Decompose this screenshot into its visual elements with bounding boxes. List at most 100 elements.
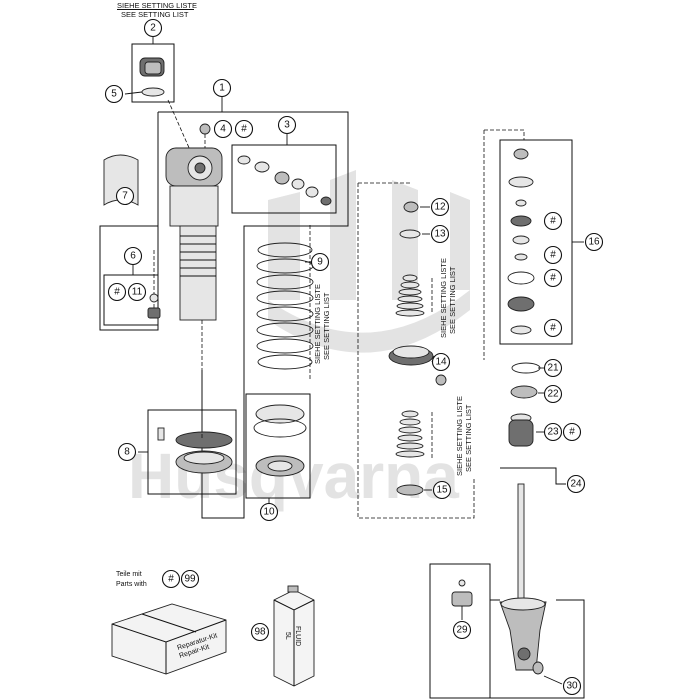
circlip-part [511,362,541,374]
callout-14: 14 [431,352,451,372]
svg-text:7: 7 [122,191,128,202]
svg-text:#: # [569,427,575,438]
spring-setting-note-en: SEE SETTING LIST [322,292,331,360]
svg-text:9: 9 [317,257,323,268]
svg-text:23: 23 [547,427,559,438]
svg-text:#: # [241,124,247,135]
rod-eye-bolt-part [532,661,544,675]
upper-stack-setting-note-en: SEE SETTING LIST [448,266,457,334]
nut-part [199,123,211,135]
top-setting-note-en: SEE SETTING LIST [121,10,189,19]
svg-text:2: 2 [150,23,156,34]
svg-text:99: 99 [184,574,196,585]
svg-text:#: # [550,323,556,334]
svg-text:#: # [550,250,556,261]
lower-stack-setting-note-en: SEE SETTING LIST [464,404,473,472]
piston-rod-part [499,483,547,671]
fluid-volume-label: 5L [284,632,291,640]
check-ball-part [435,374,447,386]
callout-12: 12 [430,197,450,217]
svg-text:24: 24 [570,479,582,490]
svg-text:15: 15 [436,485,448,496]
svg-text:#: # [114,287,120,298]
callout-99-hash: # [161,569,181,589]
bottom-washer-part [396,484,424,496]
svg-text:10: 10 [263,507,275,518]
bleed-valve-part [451,579,473,607]
svg-text:12: 12 [434,202,446,213]
callout-11-hash: # [107,282,127,302]
reservoir-parts-set [507,148,535,335]
callout-9: 9 [310,252,330,272]
fluid-label: FLUID [294,626,301,646]
callout-7: 7 [115,186,135,206]
bushing-part [510,385,538,399]
svg-text:30: 30 [566,681,578,692]
svg-text:22: 22 [547,389,559,400]
svg-text:1: 1 [219,83,225,94]
svg-text:8: 8 [124,447,130,458]
kit-note-en: Parts with [116,581,147,588]
callout-6: 6 [123,246,143,266]
callout-13: 13 [430,224,450,244]
callout-29: 29 [452,620,472,640]
svg-text:6: 6 [130,251,136,262]
callout-98: 98 [250,622,270,642]
callout-10: 10 [259,502,279,522]
seal-head-part [508,413,534,447]
upper-shim-stack-part [395,274,425,317]
callout-16: 16 [584,232,604,252]
callout-16-hash-d: # [543,318,563,338]
svg-text:21: 21 [547,363,559,374]
upper-stack-setting-note-de: SIEHE SETTING LISTE [439,258,448,338]
adjusting-ring-part [157,427,233,474]
svg-text:16: 16 [588,237,600,248]
spring-seat-part [253,404,307,477]
spring-setting-note-de: SIEHE SETTING LISTE [313,284,322,364]
washer-part [399,229,421,239]
svg-text:#: # [168,574,174,585]
callout-23: 23 [543,422,563,442]
fluid-can: FLUID 5L [273,585,315,687]
adjuster-knob-part [139,57,165,77]
svg-text:29: 29 [456,625,468,636]
svg-text:3: 3 [284,120,290,131]
svg-text:11: 11 [132,287,143,298]
callout-5: 5 [104,84,124,104]
kit-note-de: Teile mit [116,571,142,578]
svg-text:13: 13 [434,229,446,240]
callout-15: 15 [432,480,452,500]
callout-4: 4 [213,119,233,139]
piston-part [388,345,434,366]
callout-99: 99 [180,569,200,589]
bleed-screw-part [147,293,161,319]
spring-part [256,242,314,370]
callout-16-hash-b: # [543,245,563,265]
callout-21: 21 [543,358,563,378]
callout-16-hash-c: # [543,268,563,288]
top-setting-note-de: SIEHE SETTING LISTE [117,1,197,10]
callout-2: 2 [143,18,163,38]
callout-16-hash-a: # [543,211,563,231]
svg-text:5: 5 [111,89,117,100]
svg-text:4: 4 [220,124,226,135]
callout-4-hash: # [234,119,254,139]
callout-23-hash: # [562,422,582,442]
shock-body-part [165,99,223,321]
svg-text:#: # [550,273,556,284]
o-ring-part [141,87,165,97]
callout-1: 1 [212,78,232,98]
callout-24: 24 [566,474,586,494]
piston-nut-part [403,201,419,213]
svg-text:98: 98 [254,627,266,638]
callout-30: 30 [562,676,582,696]
callout-3: 3 [277,115,297,135]
lower-shim-stack-part [395,410,425,458]
seal-set-part [237,155,332,206]
repair-kit-box: Reparatur-Kit Repair-Kit [111,603,227,675]
svg-text:14: 14 [435,357,447,368]
callout-8: 8 [117,442,137,462]
callout-11: 11 [127,282,147,302]
svg-text:#: # [550,216,556,227]
